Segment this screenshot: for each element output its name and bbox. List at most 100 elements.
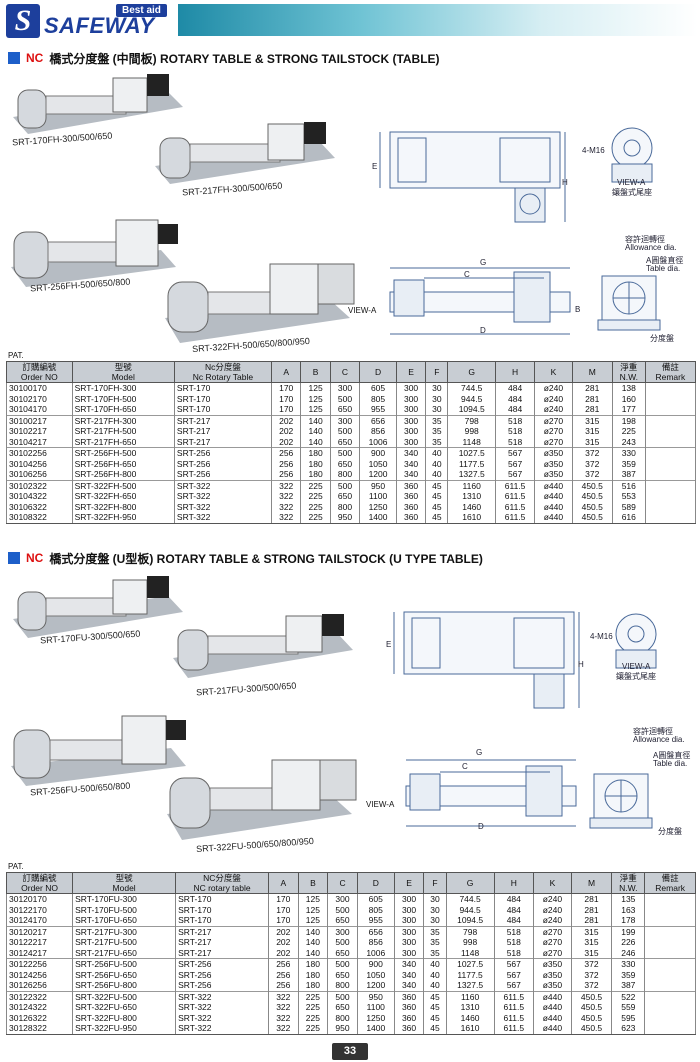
table-cell: 1006 (359, 436, 397, 448)
table-cell: 955 (359, 404, 397, 415)
table-cell: 944.5 (447, 393, 496, 404)
table-cell: 256 (267, 969, 299, 980)
table-cell (644, 947, 696, 959)
table-cell: 140 (297, 947, 329, 959)
table-cell: 180 (300, 458, 331, 469)
dim-c: C (464, 270, 470, 279)
table-cell: 30 (425, 404, 449, 415)
base-label-2: 分度盤 (658, 827, 682, 836)
view-a-label-2: VIEW-A (622, 662, 651, 671)
column-header-line: 訂購編號 (22, 362, 57, 372)
m16-label: 4-M16 (582, 146, 605, 155)
table-cell: 484 (493, 904, 535, 915)
table-cell: ø440 (534, 491, 573, 502)
table-cell: 359 (611, 458, 646, 469)
column-header-line: E (406, 878, 412, 888)
pat-label-1: PAT. (8, 351, 24, 360)
table-cell: 605 (356, 893, 395, 905)
column-header: E (393, 872, 425, 894)
table-cell: 1027.5 (447, 447, 496, 459)
table-dia-en-2: Table dia. (653, 759, 688, 768)
column-header-line: 型號 (115, 873, 133, 883)
table-cell: 623 (611, 1023, 646, 1035)
column-header-line: Remark (655, 372, 686, 382)
table-cell: SRT-322 (173, 512, 272, 524)
column-header-line: 備註 (661, 362, 679, 372)
table-cell: ø240 (534, 404, 573, 415)
safeway-logo: S Best aid SAFEWAY (6, 4, 176, 38)
table-cell: SRT-217FH-500 (71, 426, 175, 437)
column-header: A (270, 361, 302, 383)
table-cell: 180 (297, 969, 329, 980)
table-cell: 1148 (447, 436, 496, 448)
table-cell: SRT-322 (175, 1002, 269, 1013)
table-cell: 30122256 (5, 958, 74, 970)
table-cell: 1177.5 (445, 969, 495, 980)
column-header: F (423, 872, 447, 894)
table-cell: 500 (327, 937, 358, 948)
table-cell: 225 (297, 1023, 329, 1035)
table-cell: SRT-217FU-500 (72, 937, 177, 948)
table-cell: 553 (611, 491, 646, 502)
table-cell: SRT-322FU-500 (72, 990, 177, 1002)
table-cell (644, 382, 697, 394)
table-cell (644, 990, 696, 1002)
table-cell: 1610 (445, 1023, 495, 1035)
table-cell: 243 (611, 436, 646, 448)
table-cell: 315 (571, 414, 613, 426)
table-cell: 160 (611, 393, 646, 404)
table-cell: 256 (270, 469, 302, 480)
table-cell: 180 (300, 469, 331, 480)
table-cell: SRT-322 (175, 990, 269, 1002)
table-cell: 1100 (359, 491, 397, 502)
table-cell: SRT-322FH-650 (71, 491, 175, 502)
table-cell: 300 (395, 382, 427, 394)
table-cell (644, 1023, 696, 1035)
table-cell (644, 501, 697, 512)
table-cell: 30120217 (5, 925, 74, 937)
table-cell: 955 (356, 915, 395, 926)
dim-b: B (575, 305, 581, 314)
table-cell: 856 (356, 937, 395, 948)
table-cell: 518 (494, 414, 536, 426)
table-cell: 340 (393, 958, 425, 970)
table-cell: 798 (445, 925, 495, 937)
table-cell: 500 (327, 958, 358, 970)
table-cell: 35 (423, 937, 447, 948)
table-cell: ø240 (534, 382, 573, 394)
dim-h-2: H (578, 660, 584, 669)
table-cell: ø440 (533, 1012, 572, 1023)
table-cell: 518 (493, 925, 535, 937)
table-cell: 1310 (447, 491, 496, 502)
column-header-line: Model (111, 372, 135, 382)
table-cell: SRT-322FH-950 (71, 512, 175, 524)
view-a-label: VIEW-A (617, 178, 646, 187)
table-cell: 450.5 (571, 501, 613, 512)
table-cell (644, 491, 697, 502)
table-cell: 1250 (356, 1012, 395, 1023)
table-cell: 950 (327, 1023, 358, 1035)
table-cell: 800 (327, 1012, 358, 1023)
table-cell: SRT-322 (173, 491, 272, 502)
table-cell: 360 (393, 1023, 425, 1035)
table-cell: 516 (611, 479, 646, 491)
table-cell: 330 (611, 447, 646, 459)
table-cell: 30120170 (5, 893, 74, 905)
table-cell: ø440 (533, 1023, 572, 1035)
allowance-en-2: Allowance dia. (633, 735, 685, 744)
table-cell: SRT-256FU-650 (72, 969, 177, 980)
table-cell: 567 (494, 447, 536, 459)
table-cell: 45 (425, 479, 449, 491)
nc-label: NC (26, 551, 44, 565)
table-cell: 30106256 (6, 469, 73, 480)
table-cell (644, 980, 696, 991)
column-header: F (425, 361, 449, 383)
